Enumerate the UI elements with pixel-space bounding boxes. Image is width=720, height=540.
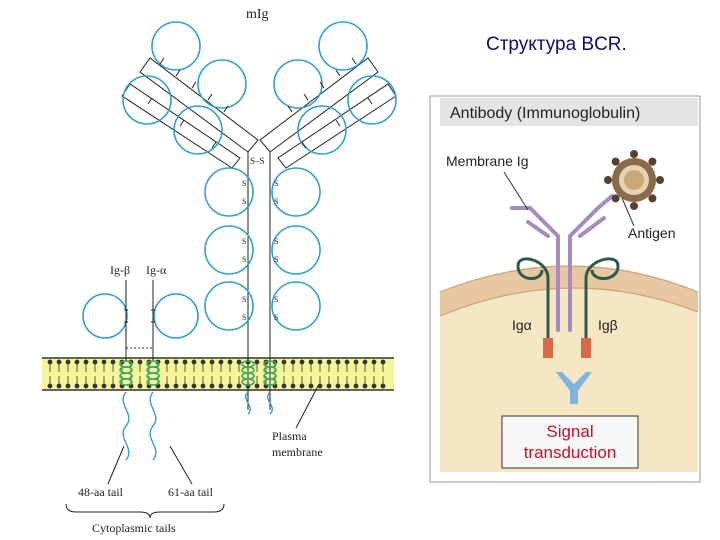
membrane-ig-leader [503, 171, 529, 211]
ig-alpha-beta-ticks [124, 309, 155, 323]
antigen-label: Antigen [628, 225, 675, 241]
panel-header: Antibody (Immunoglobulin) [450, 105, 640, 122]
stalk-disulfide-labels: S S S S S S S S S S S S [242, 179, 278, 322]
antigen-icon [612, 158, 656, 202]
ig-domains [82, 21, 397, 339]
antigen-leader [621, 197, 635, 227]
plasma-membrane [42, 357, 394, 391]
hinge-disulfide: S–S [250, 156, 265, 166]
disulfide-label: S [242, 313, 246, 322]
cytoplasmic-tails-label: Cytoplasmic tails [92, 521, 176, 535]
transmembrane-coils [119, 360, 277, 386]
plasma-membrane-label: Plasma [272, 429, 307, 443]
antigen-spikes [604, 150, 664, 210]
disulfide-label: S [242, 255, 246, 264]
ig-alpha-label-right: Igα [512, 317, 532, 333]
arm-disulfide-ticks [147, 57, 373, 149]
tail-48-leader [107, 445, 125, 485]
disulfide-label: S [242, 237, 246, 246]
signal-arrow-icon [556, 372, 592, 404]
disulfide-label: S [274, 197, 278, 206]
heavy-chain-stalk [247, 138, 271, 410]
tail-61aa-label: 61-aa tail [168, 485, 214, 499]
ig-beta-tail [581, 338, 591, 358]
ig-beta-label: Ig-β [110, 263, 130, 277]
ig-alpha-beta-stalks [125, 280, 154, 362]
tail-48aa-label: 48-aa tail [78, 485, 124, 499]
right-panel: Antibody (Immunoglobulin) [429, 95, 701, 483]
signal-box [501, 415, 639, 469]
plasma-leader-line [295, 385, 319, 429]
tail-61-leader [169, 445, 193, 485]
left-bcr-schematic: S–S S S S S S S S S S S S S [42, 7, 397, 535]
cytoplasmic-tails [122, 391, 273, 461]
disulfide-label: S [242, 197, 246, 206]
ig-beta-label-right: Igβ [598, 317, 618, 333]
cytoplasmic-brace [65, 503, 225, 519]
disulfide-label: S [242, 295, 246, 304]
signal-label-line1: Signal [546, 422, 593, 441]
disulfide-label: S [274, 255, 278, 264]
plasma-membrane-label-2: membrane [272, 445, 323, 459]
disulfide-label: S [274, 179, 278, 188]
mig-arms [121, 57, 397, 169]
disulfide-label: S [274, 237, 278, 246]
membrane-ig-label: Membrane Ig [446, 153, 528, 169]
disulfide-label: S [274, 295, 278, 304]
mig-label: mIg [246, 7, 269, 22]
membrane-ig [510, 194, 614, 332]
disulfide-label: S [242, 179, 246, 188]
disulfide-label: S [274, 313, 278, 322]
membrane-band [440, 266, 698, 316]
signal-label-line2: transduction [524, 443, 617, 462]
ig-alpha-tail [543, 338, 553, 358]
ig-alpha-label: Ig-α [146, 263, 167, 277]
ig-alpha-beta-chains [516, 257, 620, 340]
slide-title: Структура BCR. [486, 34, 627, 55]
